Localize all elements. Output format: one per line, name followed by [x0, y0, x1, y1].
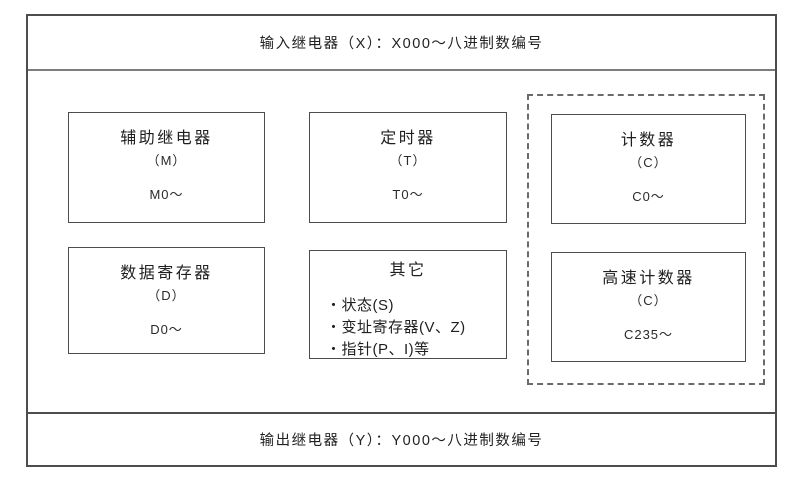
box-title: 其它 — [389, 262, 427, 279]
box-code: （M） — [146, 153, 187, 168]
box-range: C0～ — [632, 189, 665, 204]
box-title: 辅助继电器 — [120, 130, 213, 147]
box-others: 其它 ・状态(S) ・变址寄存器(V、Z) ・指针(P、I)等 — [309, 250, 507, 359]
box-title: 数据寄存器 — [120, 265, 213, 282]
box-title: 计数器 — [620, 132, 677, 149]
others-list-item-pointer: ・指针(P、I)等 — [326, 341, 430, 358]
box-code: （D） — [147, 288, 186, 303]
box-high-speed-counter: 高速计数器 （C） C235～ — [551, 252, 746, 362]
others-list: ・状态(S) ・变址寄存器(V、Z) ・指针(P、I)等 — [310, 295, 506, 361]
input-relay-banner-label: 输入继电器（X）：X000～八进制数编号 — [259, 36, 544, 52]
box-counter: 计数器 （C） C0～ — [551, 114, 746, 224]
others-list-item-status: ・状态(S) — [326, 297, 394, 314]
box-title: 高速计数器 — [602, 270, 695, 287]
box-code: （C） — [629, 293, 668, 308]
diagram-frame: 输入继电器（X）：X000～八进制数编号 辅助继电器 （M） M0～ 定时器 （… — [26, 14, 777, 467]
box-auxiliary-relay: 辅助继电器 （M） M0～ — [68, 112, 265, 223]
box-title: 定时器 — [380, 130, 436, 147]
box-code: （T） — [389, 153, 427, 168]
box-timer: 定时器 （T） T0～ — [309, 112, 507, 223]
box-range: M0～ — [149, 187, 184, 202]
box-range: T0～ — [392, 187, 424, 202]
box-code: （C） — [629, 155, 668, 170]
counter-group-dashed-outline — [527, 94, 765, 385]
input-relay-banner: 输入继电器（X）：X000～八进制数编号 — [28, 16, 775, 71]
box-range: D0～ — [150, 322, 183, 337]
others-list-item-index-register: ・变址寄存器(V、Z) — [326, 319, 466, 336]
output-relay-banner: 输出继电器（Y）：Y000～八进制数编号 — [28, 412, 775, 465]
output-relay-banner-label: 输出继电器（Y）：Y000～八进制数编号 — [259, 433, 544, 449]
box-data-register: 数据寄存器 （D） D0～ — [68, 247, 265, 354]
box-range: C235～ — [623, 327, 674, 342]
